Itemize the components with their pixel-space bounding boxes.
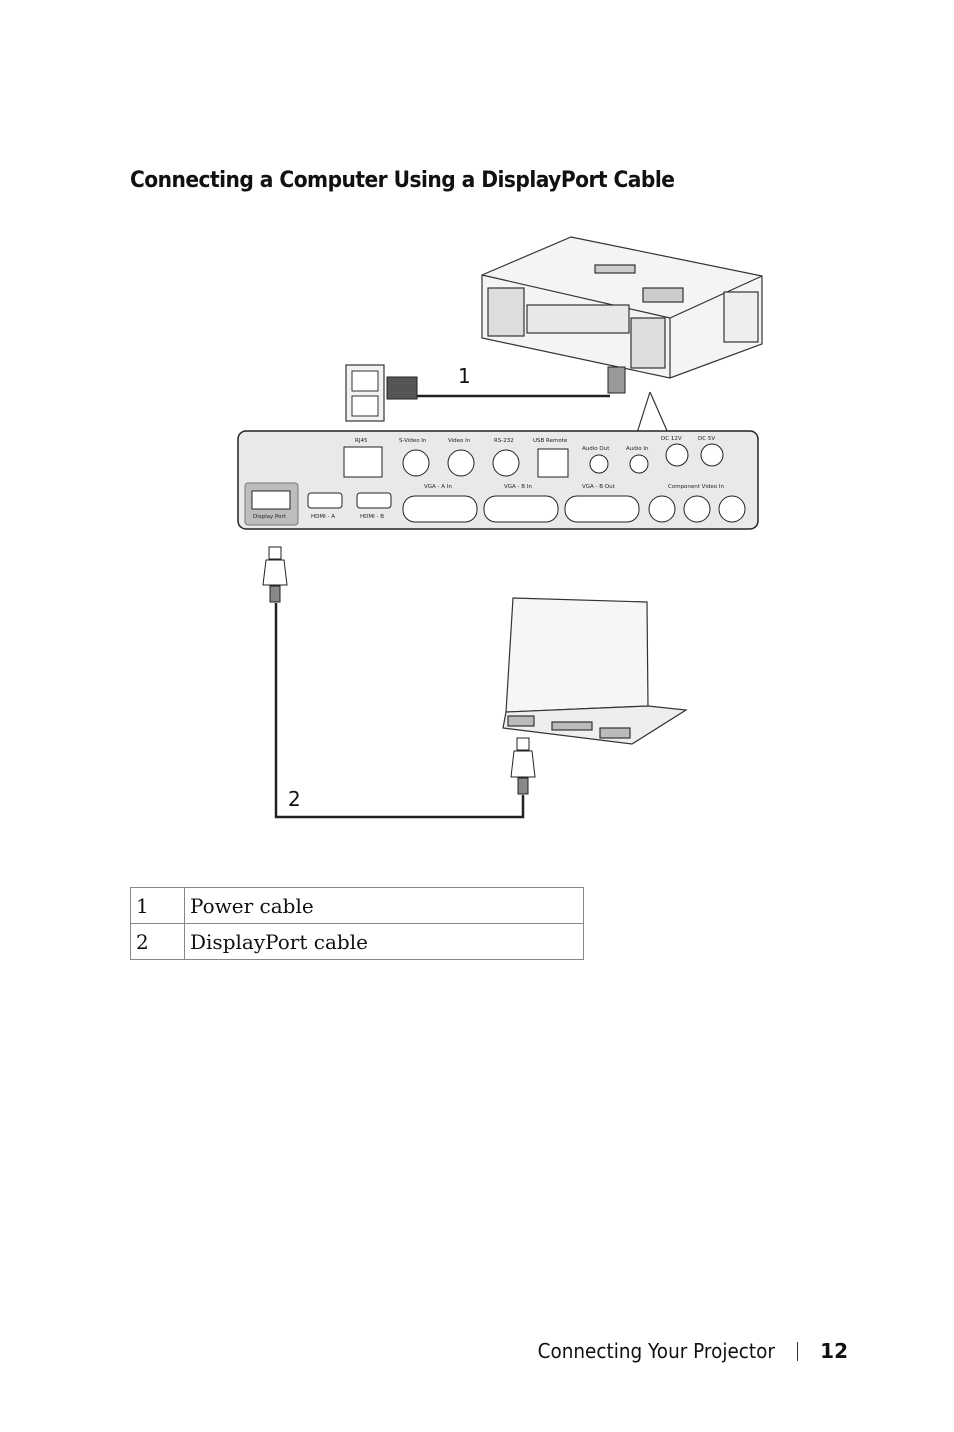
callout-2: 2 (288, 787, 301, 811)
page-footer: Connecting Your Projector 12 (517, 1339, 848, 1363)
legend-table: 1 Power cable 2 DisplayPort cable (130, 887, 584, 960)
port-label-rj45: RJ45 (355, 438, 368, 444)
power-cable-illustration (386, 366, 626, 400)
port-label-audio-out: Audio Out (582, 446, 610, 452)
projector-illustration (481, 236, 763, 379)
port-label-dc-12v: DC 12V (661, 436, 682, 442)
legend-number: 1 (130, 887, 185, 924)
connection-diagram: 1 RJ45 S-Video In Video In RS-232 USB Re… (237, 236, 763, 819)
port-label-video-in: Video In (448, 438, 471, 444)
port-label-vga-a-in: VGA - A In (424, 484, 452, 490)
port-label-audio-in: Audio In (626, 446, 649, 452)
section-heading: Connecting a Computer Using a DisplayPor… (130, 168, 675, 193)
legend-number: 2 (130, 923, 185, 960)
callout-1: 1 (458, 364, 471, 388)
wall-outlet-illustration (345, 364, 385, 422)
footer-section-title: Connecting Your Projector (537, 1339, 776, 1363)
port-label-hdmi-b: HDMI - B (360, 514, 384, 520)
displayport-cable-illustration (262, 546, 536, 819)
table-row: 1 Power cable (130, 887, 584, 924)
legend-description: Power cable (184, 887, 584, 924)
port-label-rs-232: RS-232 (494, 438, 514, 444)
port-labels: RJ45 S-Video In Video In RS-232 USB Remo… (253, 436, 724, 520)
port-label-display-port: Display Port (253, 514, 287, 520)
port-panel (237, 430, 759, 530)
page-number: 12 (820, 1339, 848, 1363)
port-label-s-video-in: S-Video In (399, 438, 427, 444)
port-label-hdmi-a: HDMI - A (311, 514, 335, 520)
table-row: 2 DisplayPort cable (130, 923, 584, 960)
port-label-component-video-in: Component Video In (668, 484, 724, 490)
footer-divider (797, 1341, 799, 1361)
port-label-usb-remote: USB Remote (533, 438, 568, 444)
port-label-vga-b-in: VGA - B In (504, 484, 532, 490)
legend-description: DisplayPort cable (184, 923, 584, 960)
laptop-illustration (502, 597, 688, 745)
port-label-vga-b-out: VGA - B Out (582, 484, 616, 490)
port-label-dc-5v: DC 5V (698, 436, 715, 442)
